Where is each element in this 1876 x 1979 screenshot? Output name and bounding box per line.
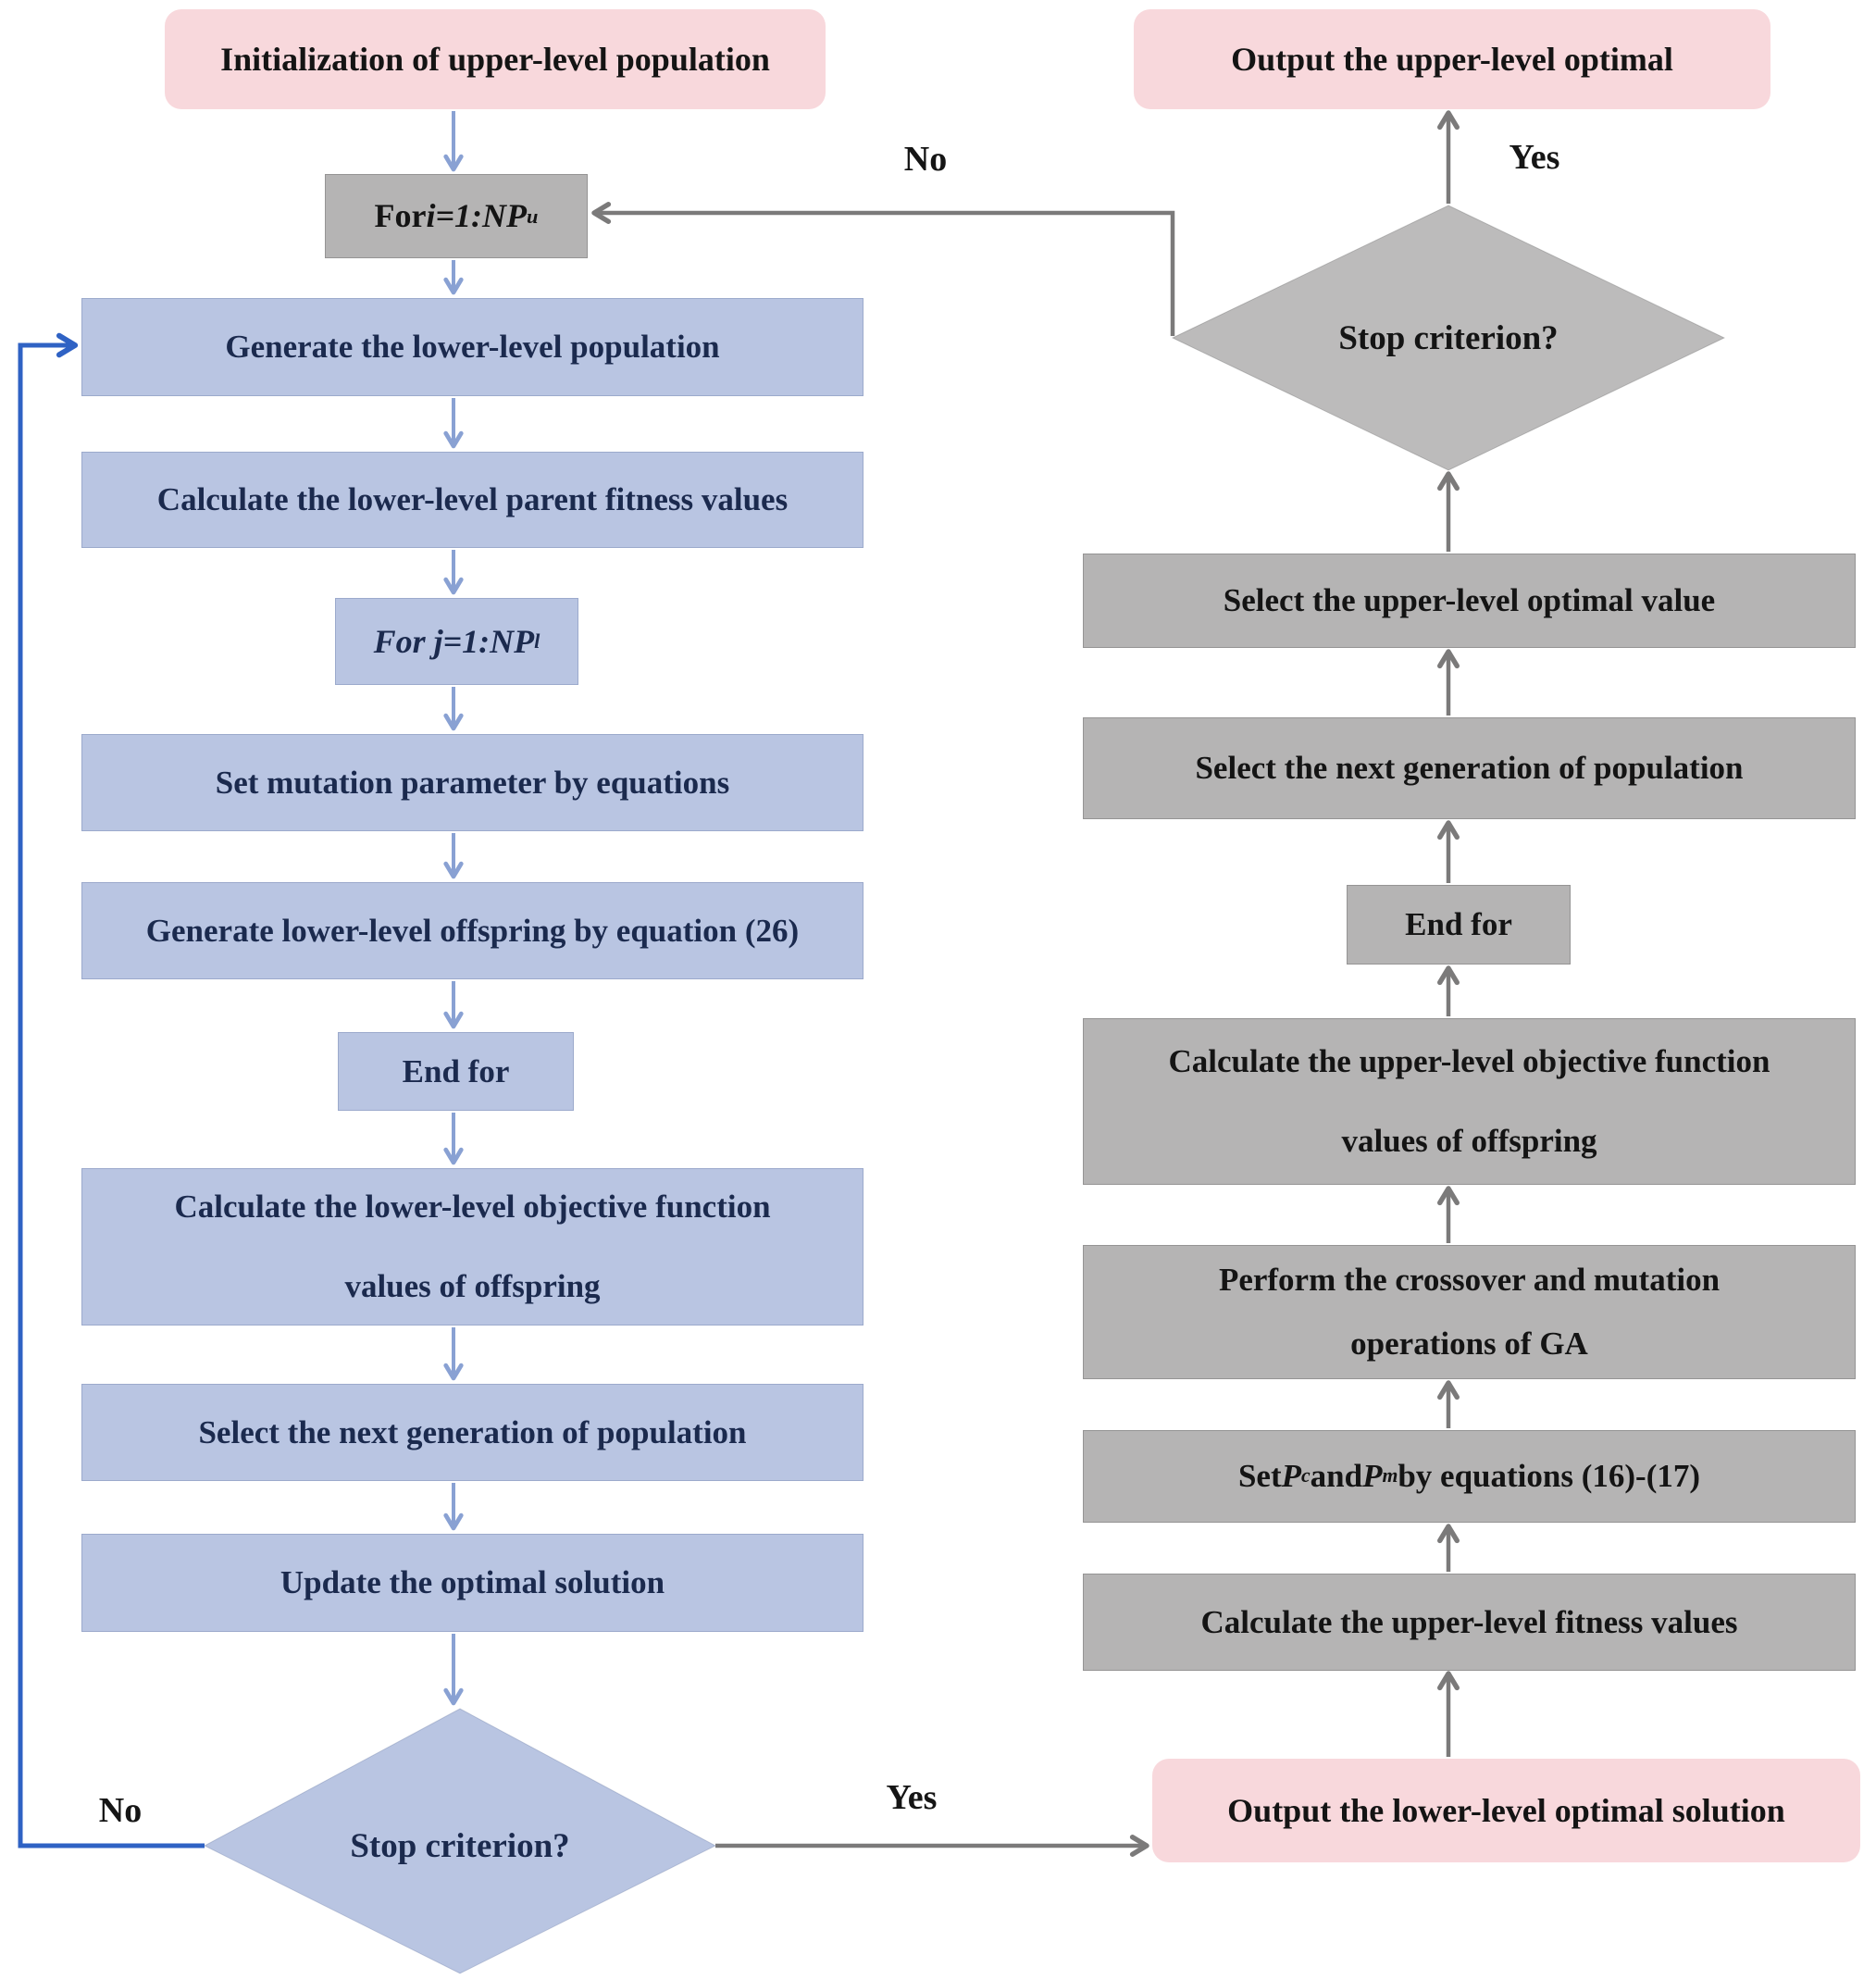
node-output-upper-optimal: Output the upper-level optimal — [1134, 9, 1770, 109]
right-stop-criterion-diamond — [1171, 205, 1726, 471]
left-stop-criterion-diamond — [203, 1708, 717, 1974]
node-calc-upper-fitness: Calculate the upper-level fitness values — [1083, 1574, 1856, 1671]
node-generate-lower-population: Generate the lower-level population — [81, 298, 863, 396]
edge-label-no-top: No — [903, 140, 948, 179]
node-calc-upper-objective: Calculate the upper-level objective func… — [1083, 1018, 1856, 1185]
node-select-upper-optimal-value: Select the upper-level optimal value — [1083, 554, 1856, 648]
arrow-no-back-to-for-i — [591, 202, 1175, 336]
edge-label-no-left: No — [98, 1791, 143, 1830]
node-output-lower-optimal-solution: Output the lower-level optimal solution — [1152, 1759, 1860, 1862]
node-generate-lower-offspring: Generate lower-level offspring by equati… — [81, 882, 863, 979]
edge-label-yes-bottom: Yes — [886, 1778, 938, 1817]
loop-no-back-to-gen-lower — [18, 332, 205, 1848]
node-select-next-generation-upper: Select the next generation of population — [1083, 717, 1856, 819]
node-select-next-generation-lower: Select the next generation of population — [81, 1384, 863, 1481]
node-set-mutation-parameter: Set mutation parameter by equations — [81, 734, 863, 831]
node-update-optimal-solution: Update the optimal solution — [81, 1534, 863, 1632]
node-init-upper-population: Initialization of upper-level population — [165, 9, 826, 109]
node-end-for-lower: End for — [338, 1032, 574, 1111]
right-stop-criterion-label: Stop criterion? — [1338, 318, 1559, 357]
node-calc-lower-parent-fitness: Calculate the lower-level parent fitness… — [81, 452, 863, 548]
left-stop-criterion-label: Stop criterion? — [350, 1826, 570, 1865]
node-calc-lower-objective: Calculate the lower-level objective func… — [81, 1168, 863, 1326]
edge-label-yes-top: Yes — [1509, 138, 1560, 177]
node-end-for-upper: End for — [1347, 885, 1571, 965]
